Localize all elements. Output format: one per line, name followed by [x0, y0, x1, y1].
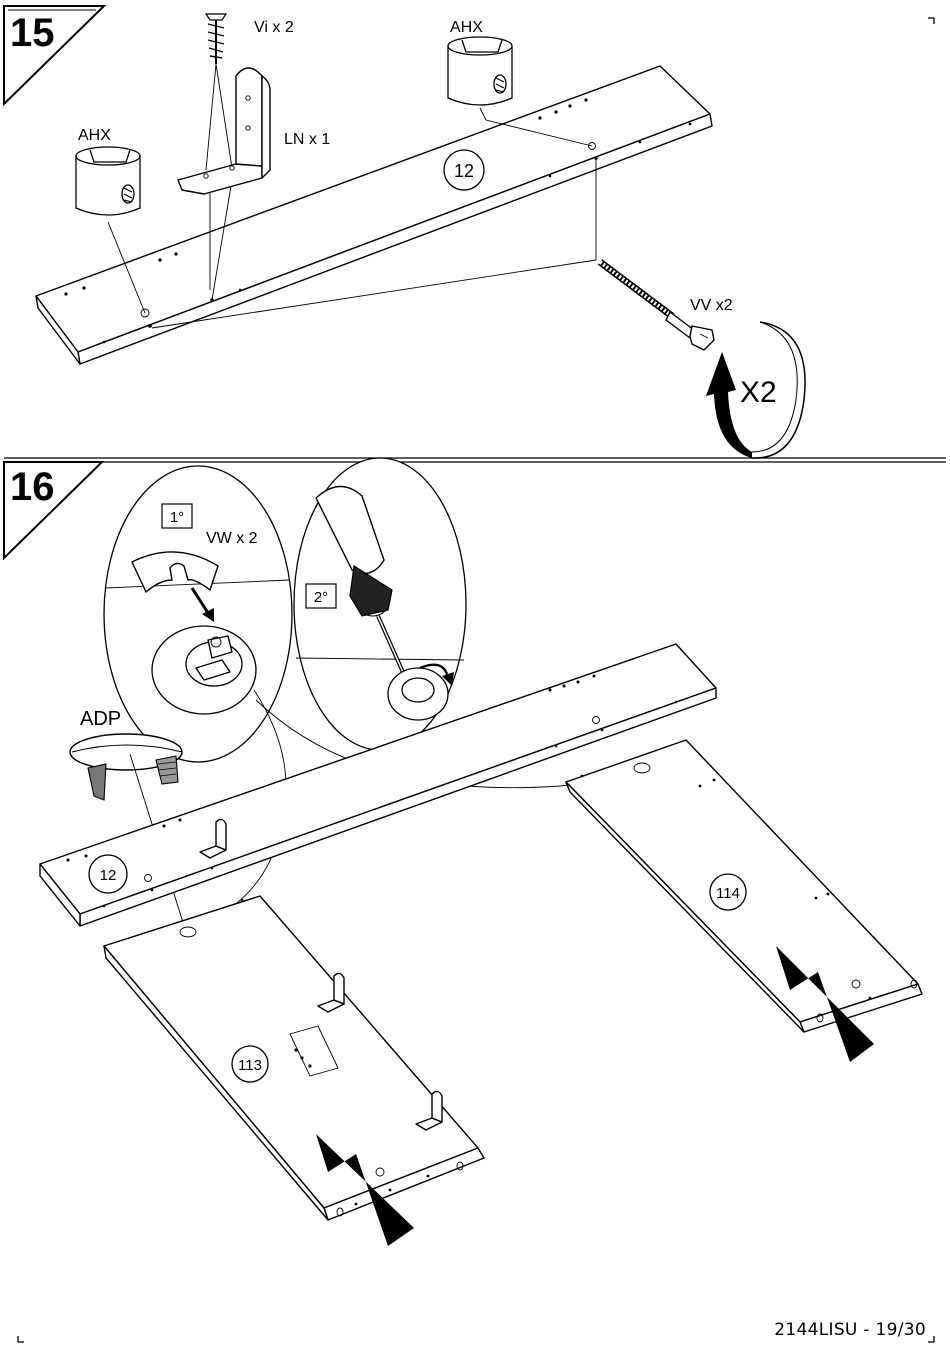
- detail-step-2-label: 2°: [314, 589, 328, 606]
- step-16-badge: 16: [4, 462, 102, 558]
- cap-icon: [70, 734, 182, 800]
- detail-circle-1: 1° VW x 2: [104, 466, 292, 762]
- step-15-badge: 15: [4, 6, 104, 104]
- bracket-icon: [178, 68, 270, 194]
- step-15-number: 15: [10, 11, 55, 55]
- detail-step-1-label: 1°: [170, 509, 184, 526]
- turns-label: X2: [740, 376, 777, 409]
- cam-lock-icon: [76, 147, 140, 215]
- cam-lock-icon: [448, 37, 512, 105]
- board-12-step15: 12: [36, 66, 712, 364]
- step-16: 16 1° VW x 2 2°: [4, 458, 922, 1246]
- cover-label: VW x 2: [206, 530, 258, 547]
- step-15: 15 12: [4, 6, 805, 458]
- board-114: 114: [566, 740, 922, 1062]
- step-16-number: 16: [10, 465, 55, 509]
- page-footer: 2144LISU - 19/30: [774, 1320, 926, 1340]
- board-113-label: 113: [238, 1057, 262, 1074]
- bracket-label: LN x 1: [284, 131, 330, 148]
- section-divider: [4, 458, 946, 462]
- board-12-step16-label: 12: [100, 867, 117, 884]
- bolt-label: VV x2: [690, 297, 733, 314]
- screw-icon: [206, 14, 226, 64]
- cam-right-label: AHX: [450, 19, 483, 36]
- cam-left-label: AHX: [78, 127, 111, 144]
- cap-label: ADP: [80, 708, 121, 730]
- board-113: 113: [104, 896, 484, 1246]
- detail-circle-2: 2°: [294, 458, 466, 750]
- board-114-label: 114: [716, 885, 740, 902]
- screw-label: Vi x 2: [254, 19, 294, 36]
- board-12-label: 12: [454, 161, 474, 181]
